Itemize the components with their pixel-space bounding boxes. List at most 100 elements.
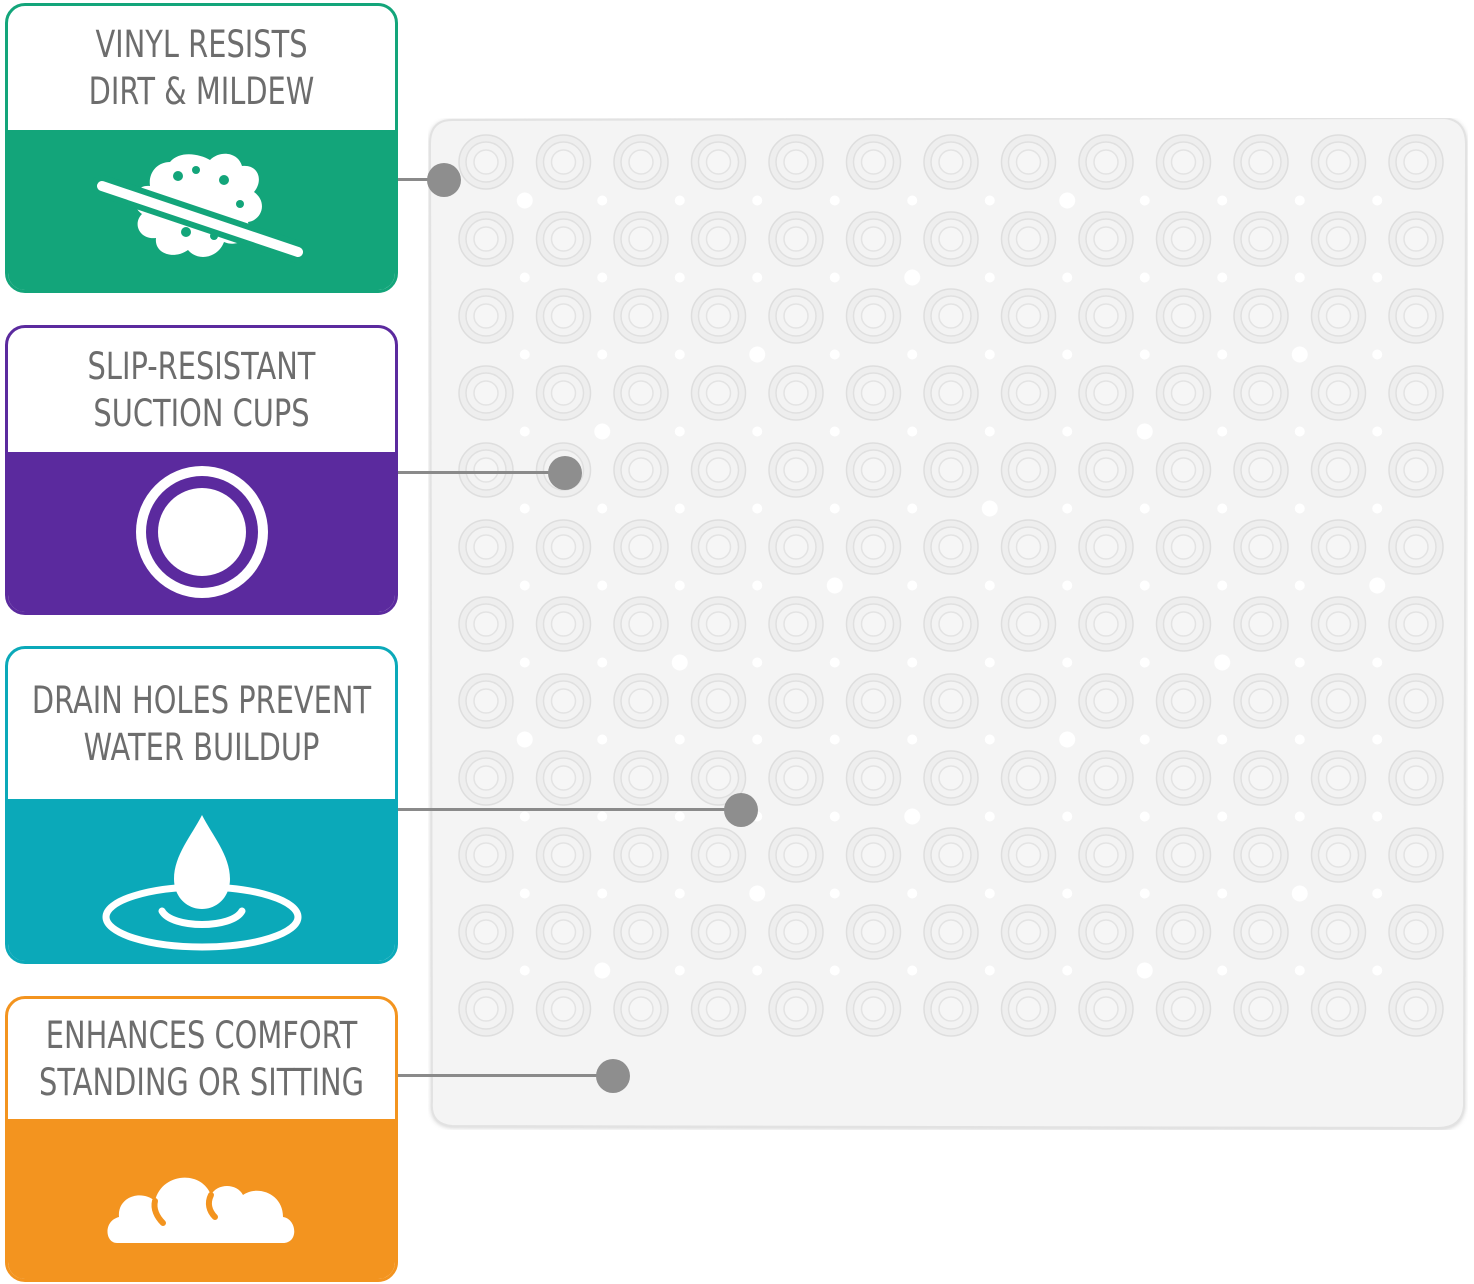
drain-hole — [597, 195, 608, 206]
suction-cup — [1000, 442, 1057, 498]
suction-cup — [1388, 288, 1444, 344]
suction-cup — [768, 673, 824, 729]
suction-cup — [1078, 519, 1134, 575]
drain-hole — [674, 580, 685, 591]
suction-cup — [1233, 134, 1289, 190]
suction-cup — [845, 673, 902, 729]
drain-hole — [829, 888, 840, 899]
suction-cup — [923, 519, 979, 575]
callout-dot-comfort — [596, 1059, 630, 1093]
drain-hole — [1372, 272, 1383, 283]
suction-cup — [535, 827, 592, 883]
drain-hole — [674, 195, 685, 206]
suction-cup — [690, 981, 747, 1037]
suction-cup — [1233, 827, 1289, 883]
suction-cup — [768, 981, 824, 1037]
suction-cup — [690, 442, 747, 498]
drain-hole — [1372, 965, 1383, 976]
drain-hole — [1139, 272, 1150, 283]
drain-hole — [516, 192, 533, 209]
suction-cup — [1310, 827, 1367, 883]
feature-card-comfort: ENHANCES COMFORT STANDING OR SITTING — [5, 996, 398, 1282]
drain-hole — [674, 503, 685, 514]
drain-hole — [1294, 657, 1305, 668]
drain-hole — [904, 808, 921, 825]
drain-hole — [519, 965, 530, 976]
drain-hole — [1062, 503, 1073, 514]
suction-cup — [768, 134, 824, 190]
drain-hole — [1062, 272, 1073, 283]
feature-text-drain: DRAIN HOLES PREVENT WATER BUILDUP — [32, 649, 371, 799]
suction-cup — [845, 365, 902, 421]
suction-cup — [1000, 519, 1057, 575]
suction-cup — [535, 673, 592, 729]
drain-hole — [752, 426, 763, 437]
suction-cup — [690, 134, 747, 190]
suction-cup — [1000, 288, 1057, 344]
suction-cup — [1233, 750, 1289, 806]
drain-hole — [1217, 349, 1228, 360]
drain-hole — [984, 580, 995, 591]
suction-cup — [1000, 904, 1057, 960]
suction-cup — [1155, 288, 1212, 344]
suction-cup — [1078, 827, 1134, 883]
suction-cup — [458, 981, 514, 1037]
suction-cup — [690, 904, 747, 960]
drain-hole — [1294, 965, 1305, 976]
drain-hole — [752, 195, 763, 206]
suction-cup — [458, 442, 514, 498]
water-drop-icon — [102, 815, 301, 951]
suction-cup — [613, 442, 669, 498]
suction-cup — [1388, 904, 1444, 960]
suction-cup — [535, 981, 592, 1037]
drain-hole — [519, 811, 530, 822]
suction-cup — [1233, 981, 1289, 1037]
feature-text-suction: SLIP-RESISTANT SUCTION CUPS — [51, 328, 353, 452]
suction-cup — [535, 365, 592, 421]
suction-cup — [845, 750, 902, 806]
drain-hole — [1217, 426, 1228, 437]
suction-cup — [1078, 134, 1134, 190]
suction-cup — [690, 827, 747, 883]
suction-cup — [923, 827, 979, 883]
drain-hole — [594, 962, 611, 979]
suction-cup — [613, 365, 669, 421]
drain-hole — [519, 272, 530, 283]
drain-hole — [1372, 426, 1383, 437]
drain-hole — [1291, 346, 1308, 363]
suction-cup — [845, 442, 902, 498]
suction-cup — [690, 750, 747, 806]
suction-cup — [1388, 134, 1444, 190]
feature-suction-line1: SLIP-RESISTANT — [87, 345, 316, 388]
suction-cup — [923, 134, 979, 190]
drain-hole — [829, 734, 840, 745]
suction-cup — [1155, 673, 1212, 729]
suction-cup — [1155, 596, 1212, 652]
cloud-cushion-icon — [107, 1177, 294, 1243]
drain-hole — [829, 965, 840, 976]
drain-hole — [1139, 657, 1150, 668]
suction-cup — [458, 211, 514, 267]
drain-hole — [829, 349, 840, 360]
drain-hole — [829, 811, 840, 822]
drain-hole — [907, 503, 918, 514]
drain-hole — [1217, 272, 1228, 283]
drain-hole — [1139, 580, 1150, 591]
drain-hole — [1062, 426, 1073, 437]
drain-hole — [1136, 962, 1153, 979]
drain-hole — [826, 577, 843, 594]
suction-cup — [923, 288, 979, 344]
suction-cup — [1310, 904, 1367, 960]
suction-cup — [1388, 365, 1444, 421]
suction-cup — [1233, 211, 1289, 267]
drain-hole — [907, 195, 918, 206]
suction-cup — [535, 211, 592, 267]
leader-line-suction — [398, 471, 568, 474]
suction-cup — [768, 442, 824, 498]
suction-cup — [535, 750, 592, 806]
suction-cup — [690, 673, 747, 729]
drain-hole — [671, 654, 688, 671]
drain-hole — [829, 503, 840, 514]
suction-cup — [1155, 904, 1212, 960]
suction-cup — [1388, 442, 1444, 498]
